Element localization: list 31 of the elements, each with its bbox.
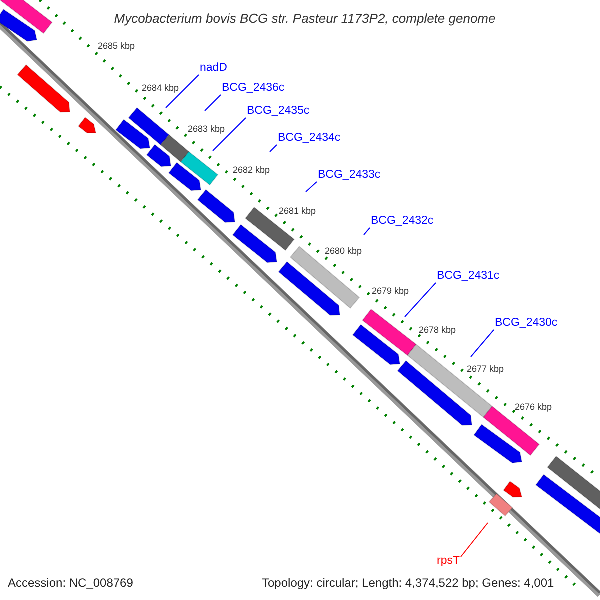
gene-label: BCG_2434c [278, 132, 341, 145]
leader-line [470, 330, 494, 358]
gene-label: BCG_2435c [247, 105, 310, 118]
position-tick-label: 2681 kbp [279, 205, 316, 218]
position-tick-label: 2684 kbp [142, 82, 180, 95]
leader-line [166, 74, 200, 108]
gene-label: BCG_2432c [371, 215, 434, 228]
genome-info-text: Accession: NC_008769 [8, 575, 134, 592]
position-tick-label: 2683 kbp [188, 123, 226, 136]
position-tick-label: 2680 kbp [325, 245, 362, 258]
position-tick-label: 2676 kbp [515, 401, 552, 414]
map-title: Mycobacterium bovis BCG str. Pasteur 1173P2, complete genome [113, 10, 497, 28]
leader-line [306, 182, 318, 192]
position-tick-label: 2685 kbp [98, 40, 136, 53]
gene-label: nadD [200, 62, 228, 75]
gene-label: BCG_2436c [222, 82, 285, 95]
position-tick-label: 2678 kbp [419, 324, 456, 337]
position-tick-label: 2677 kbp [467, 363, 504, 376]
position-tick-label: 2679 kbp [372, 285, 410, 298]
gene-label: BCG_2433c [318, 169, 381, 182]
leader-line [404, 282, 436, 318]
leader-line [212, 118, 246, 152]
leader-line [364, 228, 370, 236]
leader-line [270, 144, 278, 152]
genome-info-text: Topology: circular; Length: 4,374,522 bp; Genes: 4,001 [262, 575, 554, 592]
position-tick-label: 2682 kbp [233, 164, 270, 177]
gene-label: BCG_2430c [495, 317, 558, 330]
leader-line [460, 522, 488, 558]
gene-label: BCG_2431c [437, 270, 500, 283]
gene-label: rpsT [437, 555, 460, 568]
leader-line [204, 94, 222, 112]
